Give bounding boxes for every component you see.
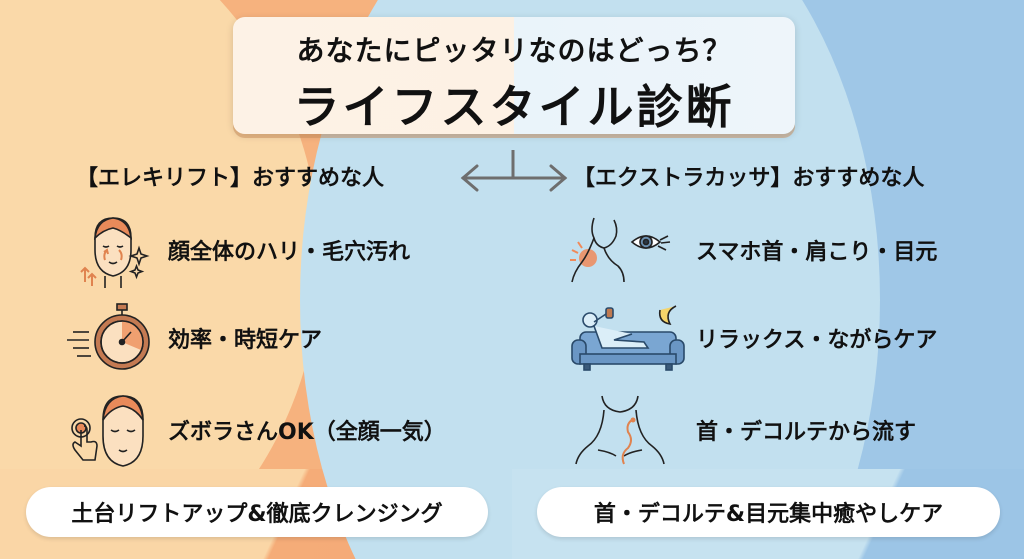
- page-subtitle: あなたにピッタリなのはどっち？: [296, 34, 732, 67]
- left-item-label: 顔全体のハリ・毛穴汚れ: [168, 240, 411, 265]
- left-item-label: 効率・時短ケア: [168, 328, 323, 353]
- right-item-label: 首・デコルテから流す: [696, 420, 917, 445]
- right-item-neck-eye: スマホ首・肩こり・目元: [558, 210, 937, 290]
- right-item-label: スマホ首・肩こり・目元: [696, 240, 938, 265]
- title-card: あなたにピッタリなのはどっち？ ライフスタイル診断: [233, 17, 795, 134]
- tap-face-icon: [50, 390, 160, 470]
- neck-decollete-icon: [558, 390, 688, 470]
- right-column-heading: 【エクストラカッサ】おすすめな人: [573, 166, 925, 191]
- left-item-label: ズボラさんOK（全顔一気）: [168, 420, 446, 445]
- page-title: ライフスタイル診断: [293, 80, 735, 134]
- right-item-sofa-relax: リラックス・ながらケア: [558, 298, 937, 378]
- left-item-tap-face: ズボラさんOK（全顔一気）: [50, 390, 446, 470]
- left-item-face-lift: 顔全体のハリ・毛穴汚れ: [50, 210, 410, 290]
- right-item-neck-decollete: 首・デコルテから流す: [558, 390, 916, 470]
- left-item-stopwatch: 効率・時短ケア: [50, 298, 322, 378]
- left-summary-pill: 土台リフトアップ&徹底クレンジング: [26, 487, 488, 537]
- stopwatch-icon: [50, 298, 160, 378]
- right-summary-pill: 首・デコルテ&目元集中癒やしケア: [537, 487, 1000, 537]
- face-lift-icon: [50, 210, 160, 290]
- double-arrow-icon: [460, 150, 568, 192]
- left-column-heading: 【エレキリフト】おすすめな人: [76, 166, 385, 191]
- right-item-label: リラックス・ながらケア: [696, 328, 938, 353]
- neck-eye-icon: [558, 210, 688, 290]
- sofa-relax-icon: [558, 298, 688, 378]
